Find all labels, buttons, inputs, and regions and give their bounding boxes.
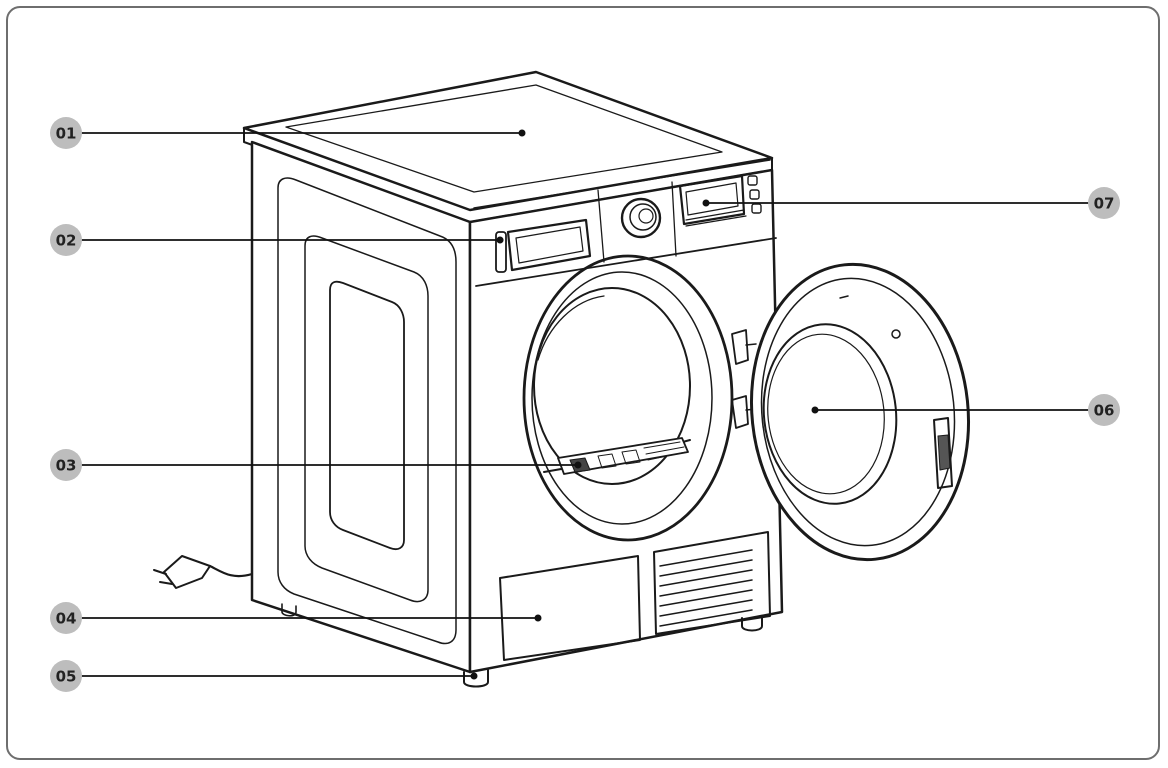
callout-label-04: 04 — [56, 610, 77, 628]
callout-label-07: 07 — [1094, 195, 1115, 213]
condenser-cover — [499, 531, 771, 661]
callout-dot-03 — [574, 461, 582, 469]
callout-badge-07: 07 — [1088, 187, 1120, 219]
adjustable-feet — [281, 603, 763, 688]
callout-badge-06: 06 — [1088, 394, 1120, 426]
callout-label-06: 06 — [1094, 402, 1115, 420]
callout-badge-02: 02 — [50, 224, 82, 256]
callout-badge-01: 01 — [50, 117, 82, 149]
door-opening — [522, 254, 734, 542]
callout-dot-07 — [702, 199, 710, 207]
power-cord — [153, 555, 254, 589]
dryer-front-panel — [468, 159, 784, 674]
callout-label-02: 02 — [56, 232, 77, 250]
dryer-side-panel — [250, 140, 472, 674]
callout-dot-02 — [496, 236, 504, 244]
dryer-top-panel — [242, 70, 774, 223]
lint-filter — [557, 437, 689, 475]
callout-dot-01 — [518, 129, 526, 137]
callout-dot-05 — [470, 672, 478, 680]
dryer-door — [749, 262, 971, 562]
callout-badge-04: 04 — [50, 602, 82, 634]
callout-label-01: 01 — [56, 125, 77, 143]
program-knob — [620, 197, 662, 239]
callout-dot-04 — [534, 614, 542, 622]
callout-badge-03: 03 — [50, 449, 82, 481]
callout-badge-05: 05 — [50, 660, 82, 692]
callout-label-05: 05 — [56, 668, 77, 686]
callout-dot-06 — [811, 406, 819, 414]
callout-label-03: 03 — [56, 457, 77, 475]
control-panel — [678, 174, 762, 227]
